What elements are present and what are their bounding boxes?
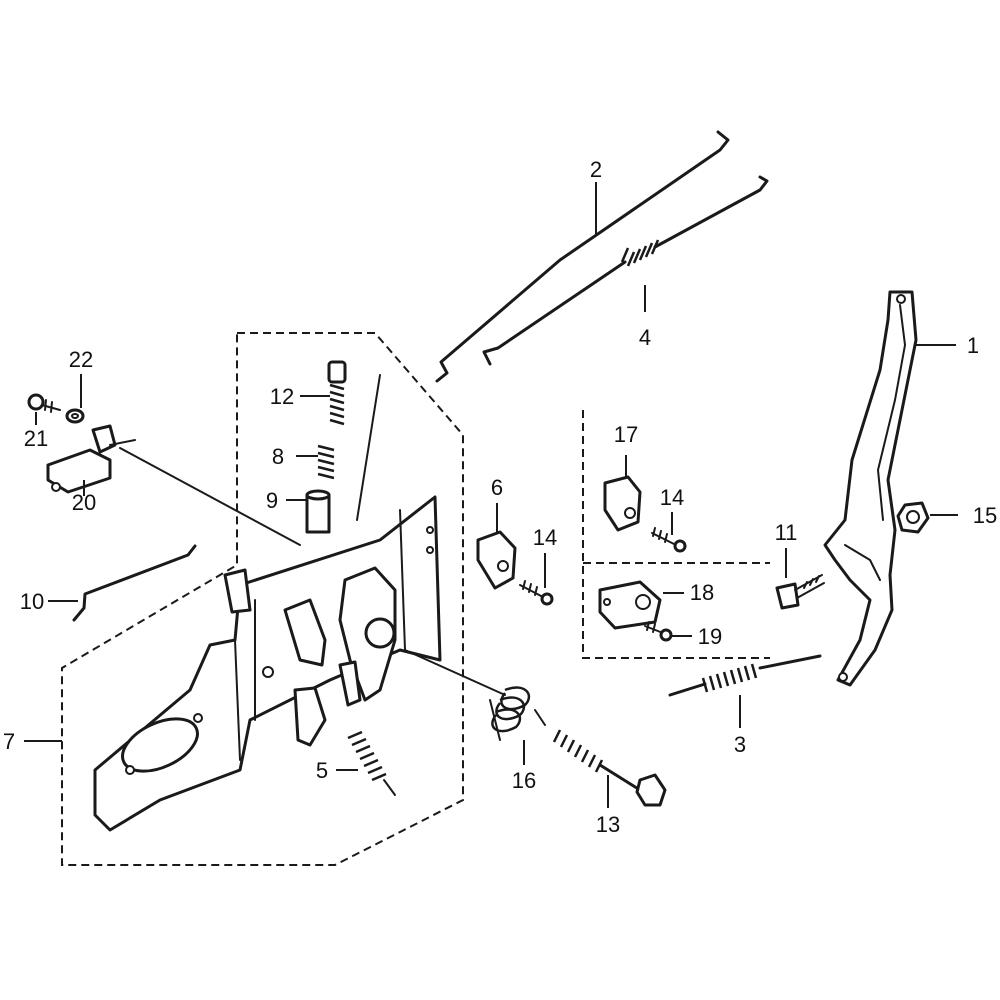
part-8-spring [317,444,335,480]
assembly-7-outline [61,332,464,866]
part-1-lever-inner [844,304,906,581]
part-21-screw [27,393,61,413]
callout-1: 1 [967,333,979,358]
callout-6: 6 [491,475,503,500]
part-18-plate [598,580,662,630]
callout-14-lower: 14 [533,525,557,550]
part-13-bolt [552,729,667,807]
callout-5: 5 [316,758,328,783]
part-1-lever [823,290,918,687]
callout-21: 21 [24,426,48,451]
callout-2: 2 [590,157,602,182]
part-12-bolt [327,360,347,426]
part-17-bracket [603,475,642,532]
callout-17: 17 [614,422,638,447]
callout-16: 16 [512,768,536,793]
callout-8: 8 [272,444,284,469]
part-9-collar [305,489,331,534]
part-7-base-plate [93,495,442,832]
callout-3: 3 [734,732,746,757]
part-15-nut [896,501,930,534]
part-14-screw-upper [651,527,687,553]
callout-20: 20 [72,490,96,515]
part-14-screw-lower [519,580,554,606]
leader-lines [24,182,958,808]
part-10-rod [72,544,197,622]
callout-11: 11 [775,520,798,545]
part-11-bolt [775,574,825,610]
part-22-washer [65,408,85,424]
part-16-spring [489,686,546,741]
callout-19: 19 [698,624,722,649]
callout-15: 15 [973,503,997,528]
callout-14-upper: 14 [660,485,684,510]
callout-22: 22 [69,347,93,372]
part-19-screw [644,621,673,642]
assembly-17-18-outline [582,410,770,659]
callout-4: 4 [639,325,651,350]
part-3-spring [668,654,822,697]
callout-12: 12 [270,384,294,409]
callout-10: 10 [20,589,44,614]
part-4-rod [482,175,769,366]
part-20-switch [46,424,136,494]
callout-18: 18 [690,580,714,605]
callout-9: 9 [266,488,278,513]
callout-13-label: 13 [596,812,620,837]
part-2-rod [435,130,730,383]
part-5-spring [347,730,396,796]
callout-7: 7 [3,729,15,754]
part-4-spring [620,239,660,267]
part-6-clamp [476,530,517,590]
